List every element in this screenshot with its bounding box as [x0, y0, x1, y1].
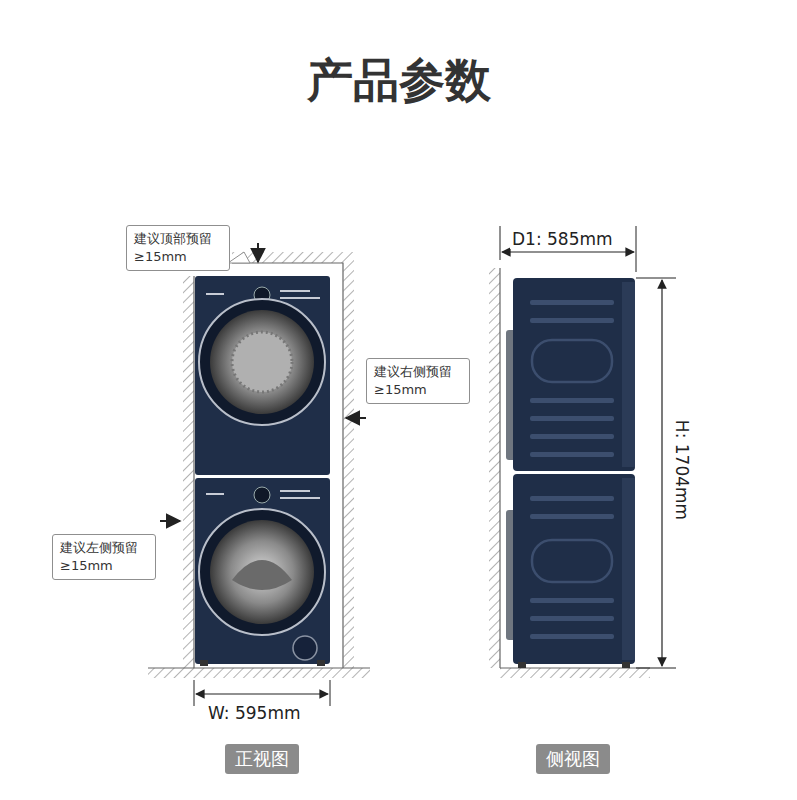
- node-text: 建议顶部预留 ≥15mm: [134, 231, 212, 264]
- dimension-label: D1: 585mm: [510, 229, 615, 249]
- dimension-label: W: 595mm: [206, 703, 303, 723]
- node-text: 正视图: [235, 748, 289, 769]
- callout-box: 建议右侧预留 ≥15mm: [366, 358, 470, 404]
- view-tag: 正视图: [225, 744, 299, 774]
- node-text: 建议左侧预留 ≥15mm: [60, 540, 138, 573]
- dimension-label: H: 1704mm: [672, 418, 692, 522]
- view-tag: 侧视图: [536, 744, 610, 774]
- callout-box: 建议顶部预留 ≥15mm: [126, 225, 230, 271]
- callout-box: 建议左侧预留 ≥15mm: [52, 534, 156, 580]
- title: 产品参数: [307, 50, 491, 112]
- node-text: 建议右侧预留 ≥15mm: [374, 364, 452, 397]
- node-text: 侧视图: [546, 748, 600, 769]
